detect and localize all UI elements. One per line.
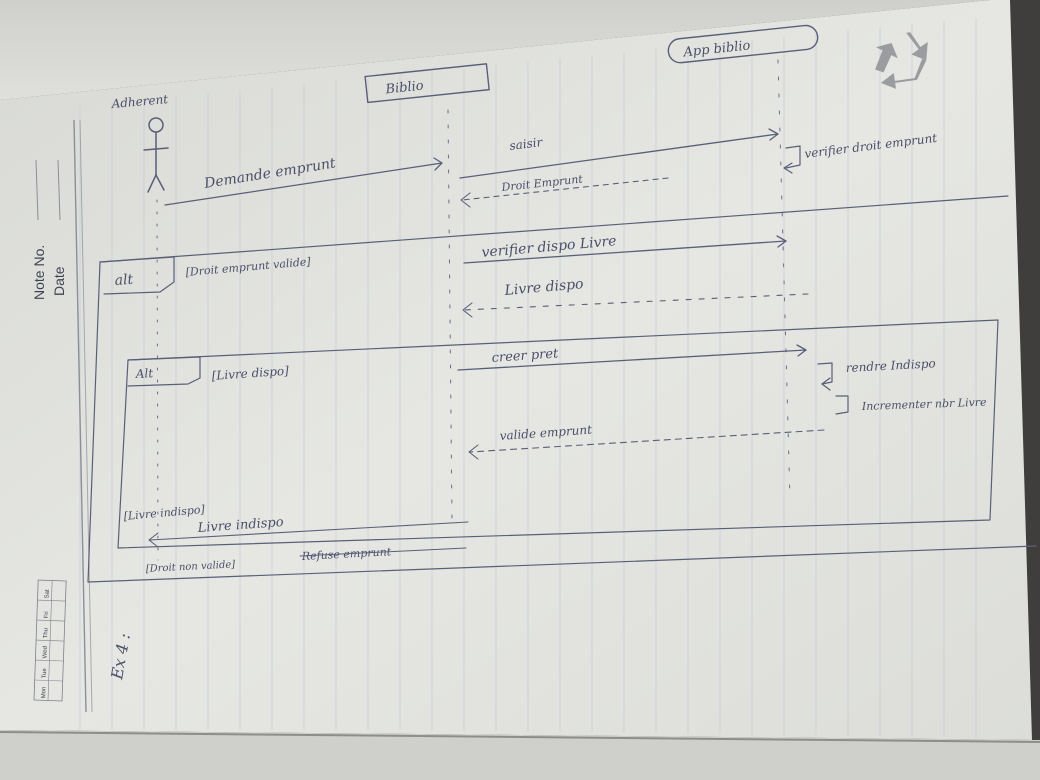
paper-sheet <box>0 0 1040 740</box>
cal-day: Tue <box>42 667 48 678</box>
cal-day: Thu <box>43 628 49 639</box>
actor-stick-figure-icon <box>143 117 169 193</box>
msg-saisir-arrow <box>459 133 779 179</box>
msg-incrementer-self <box>835 395 849 415</box>
cal-day: Mon <box>41 687 47 699</box>
msg-creer-pret-arrow <box>457 349 807 371</box>
msg-valide-emprunt-return <box>469 429 825 453</box>
msg-rendre-indispo-self <box>817 362 833 385</box>
cal-day: Sat <box>45 589 51 599</box>
msg-livre-dispo-label: Livre dispo <box>503 276 584 299</box>
msg-incrementer-text: Incrementer nbr Livre <box>861 396 988 413</box>
msg-demande-emprunt-arrow <box>164 162 443 206</box>
inner-alt-guard: [Livre dispo] <box>211 364 289 383</box>
msg-verifier-droit-self <box>785 145 801 169</box>
outer-else-guard: [Droit non valide] <box>146 559 236 575</box>
msg-droit-emprunt-return <box>461 177 669 201</box>
calendar-grid: Mon Tue Wed Thu Fri Sat <box>33 579 67 702</box>
note-no-label: Note No. <box>31 245 47 300</box>
actor-lifeline <box>156 199 159 561</box>
app-biblio-label: App biblio <box>682 38 751 60</box>
msg-valide-emprunt-label: valide emprunt <box>499 423 592 443</box>
inner-alt-operator: Alt <box>134 366 153 381</box>
msg-livre-indispo-arrow <box>149 521 469 541</box>
msg-creer-pret-label: creer pret <box>491 346 559 366</box>
msg-rendre-indispo-label: rendre Indispo <box>845 356 936 375</box>
date-label: Date <box>51 266 67 296</box>
msg-incrementer-label: Incrementer nbr Livre <box>861 396 988 413</box>
outer-alt-frame <box>87 261 1037 583</box>
biblio-label: Biblio <box>384 79 425 98</box>
msg-refuse-emprunt-arrow <box>299 547 467 557</box>
msg-livre-dispo-return <box>463 293 809 311</box>
msg-livre-indispo-label: Livre indispo <box>196 515 284 536</box>
cal-day: Fri <box>44 611 50 618</box>
ruled-lines <box>79 18 977 738</box>
msg-verifier-dispo-arrow <box>463 240 787 264</box>
margin-line <box>73 119 87 713</box>
recycle-icon <box>875 32 928 89</box>
participant-biblio: Biblio <box>364 63 490 104</box>
participant-app-biblio: App biblio <box>667 24 819 64</box>
inner-alt-frame <box>117 319 999 549</box>
outer-alt-frame-top <box>99 195 1009 263</box>
msg-saisir-label: saisir <box>509 135 545 153</box>
cal-day: Wed <box>42 646 48 658</box>
actor-label: Adherent <box>110 92 169 111</box>
outer-alt-operator: alt <box>114 272 134 289</box>
